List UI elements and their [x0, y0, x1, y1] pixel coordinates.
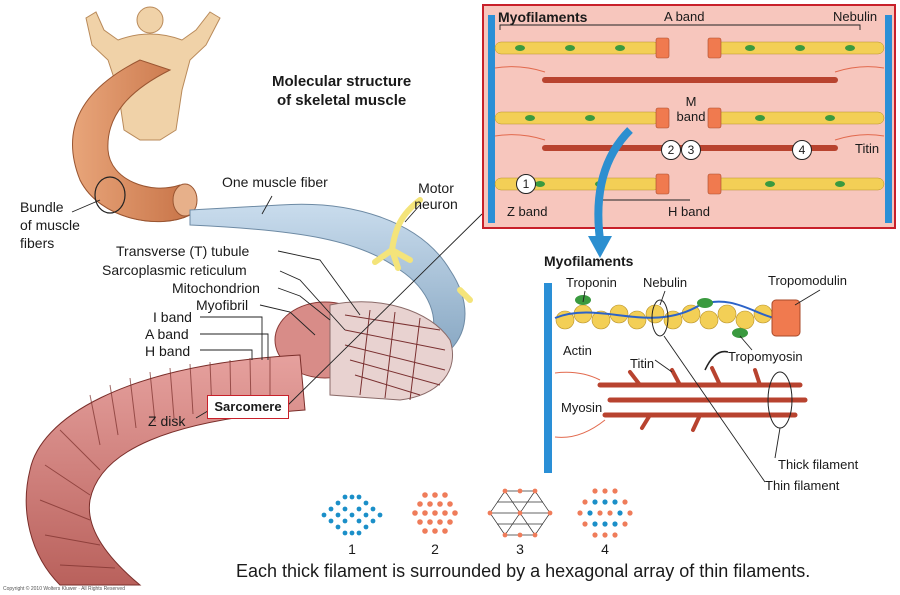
top-label-titin: Titin [855, 141, 880, 156]
top-label-h-band: H band [668, 204, 710, 219]
leader-lines [71, 195, 483, 419]
label-tropomyosin: Tropomyosin [728, 349, 803, 364]
marker-2: 2 [661, 140, 681, 160]
array-2 [412, 492, 458, 534]
label-h-band: H band [145, 343, 191, 359]
label-a-band: A band [145, 326, 189, 342]
label-t-tubule: Transverse (T) tubule [116, 243, 250, 259]
motor-neuron [372, 197, 473, 303]
array-label-1: 1 [348, 541, 356, 557]
bundle-line-2: of muscle [20, 217, 80, 233]
array-label-3: 3 [516, 541, 524, 557]
top-inset-title: Myofilaments [498, 9, 588, 25]
label-nebulin: Nebulin [643, 275, 688, 290]
label-troponin: Troponin [566, 275, 617, 290]
array-4 [577, 488, 633, 538]
diagram-title: Molecular structure of skeletal muscle [272, 72, 411, 110]
top-label-nebulin: Nebulin [833, 9, 878, 24]
label-myofibril: Myofibril [196, 297, 249, 313]
label-i-band: I band [153, 309, 192, 325]
array-label-2: 2 [431, 541, 439, 557]
label-titin: Titin [630, 356, 655, 371]
marker-1: 1 [516, 174, 536, 194]
bundle-line-1: Bundle [20, 199, 64, 215]
copyright-notice: Copyright © 2010 Wolters Kluwer · All Ri… [3, 586, 125, 592]
array-label-4: 4 [601, 541, 609, 557]
label-sarcoplasmic-reticulum: Sarcoplasmic reticulum [102, 262, 247, 278]
label-thin-filament: Thin filament [765, 478, 840, 493]
actin-filament [555, 304, 773, 330]
marker-3: 3 [681, 140, 701, 160]
title-line-2: of skeletal muscle [276, 92, 407, 109]
top-label-m-band: M band [674, 94, 708, 124]
bottom-inset-panel [544, 283, 821, 483]
label-bundle-of-muscle-fibers: Bundle of muscle fibers [20, 198, 80, 252]
label-myosin: Myosin [561, 400, 603, 415]
hexagonal-arrays [321, 488, 633, 538]
array-3 [487, 488, 553, 538]
top-label-a-band: A band [664, 9, 705, 24]
motor-line-1: Motor [418, 180, 454, 196]
bottom-inset-title: Myofilaments [544, 253, 634, 269]
label-z-disk: Z disk [148, 413, 186, 429]
thick-filament [597, 382, 808, 418]
label-tropomodulin: Tropomodulin [768, 273, 848, 288]
motor-line-2: neuron [414, 196, 458, 212]
top-label-z-band: Z band [507, 204, 548, 219]
m-line-2: band [676, 109, 706, 124]
label-actin: Actin [563, 343, 592, 358]
marker-4: 4 [792, 140, 812, 160]
bundle-line-3: fibers [20, 235, 55, 251]
top-inset-panel [482, 4, 896, 258]
myofibril-tube [25, 354, 306, 586]
title-line-1: Molecular structure [272, 73, 412, 90]
label-mitochondrion: Mitochondrion [172, 280, 260, 296]
m-line-1: M [685, 94, 697, 109]
caption: Each thick filament is surrounded by a h… [236, 561, 811, 581]
label-thick-filament: Thick filament [778, 457, 859, 472]
label-sarcomere: Sarcomere [207, 395, 289, 419]
label-one-muscle-fiber: One muscle fiber [222, 174, 328, 190]
label-motor-neuron: Motor neuron [406, 180, 466, 212]
array-1 [321, 494, 383, 536]
